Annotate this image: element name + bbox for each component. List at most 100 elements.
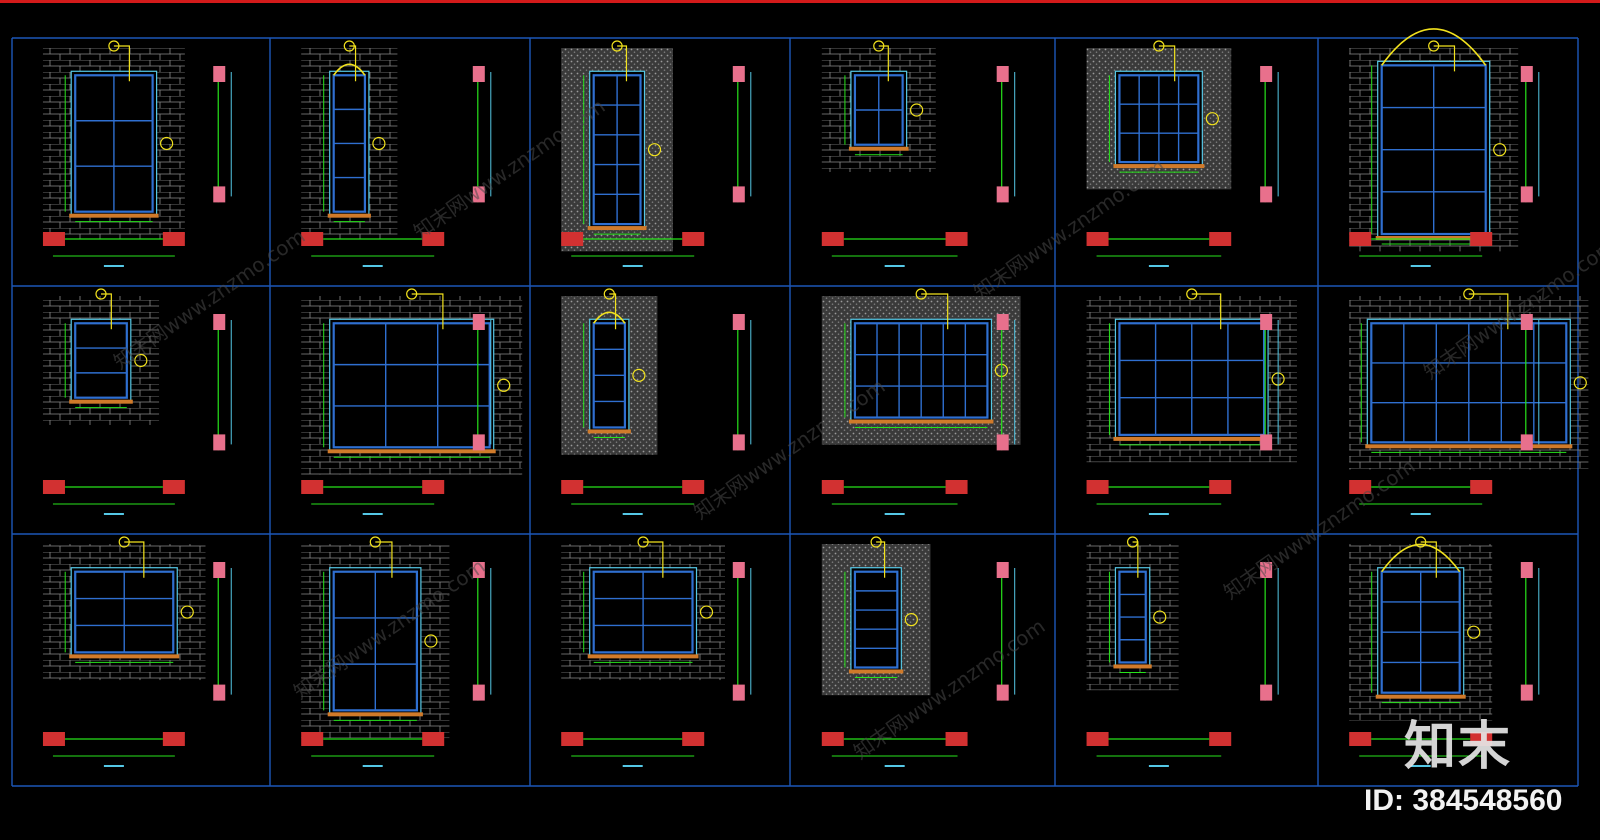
plan-wall-right	[422, 480, 445, 494]
window-detail-panel-16	[821, 536, 1016, 767]
plan-wall-right	[1470, 232, 1493, 246]
section-head-block	[213, 314, 226, 330]
window-sill	[69, 654, 180, 659]
plan-wall-left	[301, 732, 324, 746]
window-surround	[329, 318, 495, 452]
window-detail-panel-18	[1349, 536, 1540, 767]
detail-bubble	[904, 612, 918, 627]
section-foot-block	[732, 434, 745, 451]
window-frame	[853, 570, 899, 669]
section-foot-block	[213, 186, 226, 203]
detail-bubble	[134, 353, 148, 368]
leader-bubble	[873, 40, 885, 52]
section-foot-block	[1260, 186, 1273, 203]
plan-wall-right	[162, 480, 185, 494]
window-sill	[327, 712, 423, 717]
window-detail-panel-4	[821, 40, 1016, 267]
leader-bubble	[611, 40, 623, 52]
window-detail-panel-2	[301, 40, 492, 267]
window-sill	[327, 213, 371, 218]
leader-line	[921, 293, 949, 330]
leader-bubble	[95, 288, 107, 300]
window-sill	[1375, 694, 1466, 699]
window-detail-panel-11	[1086, 288, 1297, 515]
leader-line	[1468, 293, 1509, 330]
section-head-block	[996, 314, 1009, 330]
window-frame	[332, 322, 491, 449]
leader-line	[124, 541, 145, 578]
section-foot-block	[213, 434, 226, 451]
window-sill	[848, 669, 904, 674]
plan-wall-left	[1086, 232, 1109, 246]
window-detail-panel-17	[1086, 536, 1279, 767]
panel-grid-lines	[11, 37, 1579, 787]
window-sill	[1113, 164, 1205, 169]
watermark-text-3: 知末网www.znzmo.com	[969, 154, 1169, 304]
leader-bubble	[637, 536, 649, 548]
top-red-rule	[0, 0, 1600, 3]
plan-wall-left	[42, 480, 65, 494]
window-detail-panels	[42, 28, 1589, 767]
plan-wall-left	[561, 232, 584, 246]
plan-wall-left	[561, 732, 584, 746]
arch-head	[593, 311, 626, 324]
leader-bubble	[1126, 536, 1139, 548]
plan-wall-right	[1470, 732, 1493, 746]
window-sill	[1113, 436, 1271, 441]
detail-bubble	[699, 605, 714, 619]
window-sill	[848, 146, 909, 151]
plan-wall-left	[1349, 232, 1372, 246]
image-id-label: ID: 384548560	[1364, 784, 1563, 817]
window-sill	[69, 399, 133, 404]
section-foot-block	[213, 684, 226, 701]
section-foot-block	[732, 684, 745, 701]
section-foot-block	[996, 434, 1009, 451]
section-foot-block	[996, 186, 1009, 203]
window-detail-panel-5	[1086, 40, 1279, 267]
plan-wall-right	[1209, 232, 1232, 246]
plan-wall-right	[1209, 480, 1232, 494]
plan-wall-right	[682, 480, 705, 494]
section-head-block	[472, 66, 485, 82]
section-head-block	[1260, 562, 1273, 578]
window-surround	[850, 567, 902, 673]
plan-wall-left	[42, 732, 65, 746]
plan-wall-right	[422, 732, 445, 746]
section-foot-block	[1520, 684, 1533, 701]
leader-bubble	[915, 288, 927, 300]
window-sill	[587, 226, 647, 231]
arch-head	[333, 63, 366, 76]
arch-head	[1381, 543, 1461, 573]
detail-bubble	[910, 103, 924, 117]
window-sill	[587, 654, 699, 659]
detail-bubble	[160, 136, 174, 151]
plan-wall-left	[301, 480, 324, 494]
section-head-block	[996, 562, 1009, 578]
leader-bubble	[118, 536, 130, 548]
leader-bubble	[108, 40, 120, 52]
window-sill	[1113, 664, 1152, 669]
window-sill	[327, 449, 496, 454]
leader-line	[876, 541, 886, 578]
plan-wall-right	[422, 232, 445, 246]
watermark-text-2: 知末网www.znzmo.com	[689, 374, 889, 524]
plan-wall-left	[821, 732, 844, 746]
window-detail-panel-7	[42, 288, 232, 515]
plan-wall-right	[682, 232, 705, 246]
leader-line	[411, 293, 444, 330]
plan-wall-left	[1349, 480, 1372, 494]
leader-line	[1433, 45, 1456, 72]
window-detail-panel-15	[561, 536, 752, 767]
section-foot-block	[1520, 434, 1533, 451]
section-foot-block	[732, 186, 745, 203]
section-foot-block	[472, 186, 485, 203]
plan-wall-left	[1349, 732, 1372, 746]
section-foot-block	[996, 684, 1009, 701]
detail-bubble	[647, 143, 662, 157]
section-foot-block	[1260, 434, 1273, 451]
section-foot-block	[472, 684, 485, 701]
detail-bubble	[1205, 112, 1219, 126]
leader-bubble	[1415, 536, 1427, 548]
window-sill	[69, 213, 159, 218]
